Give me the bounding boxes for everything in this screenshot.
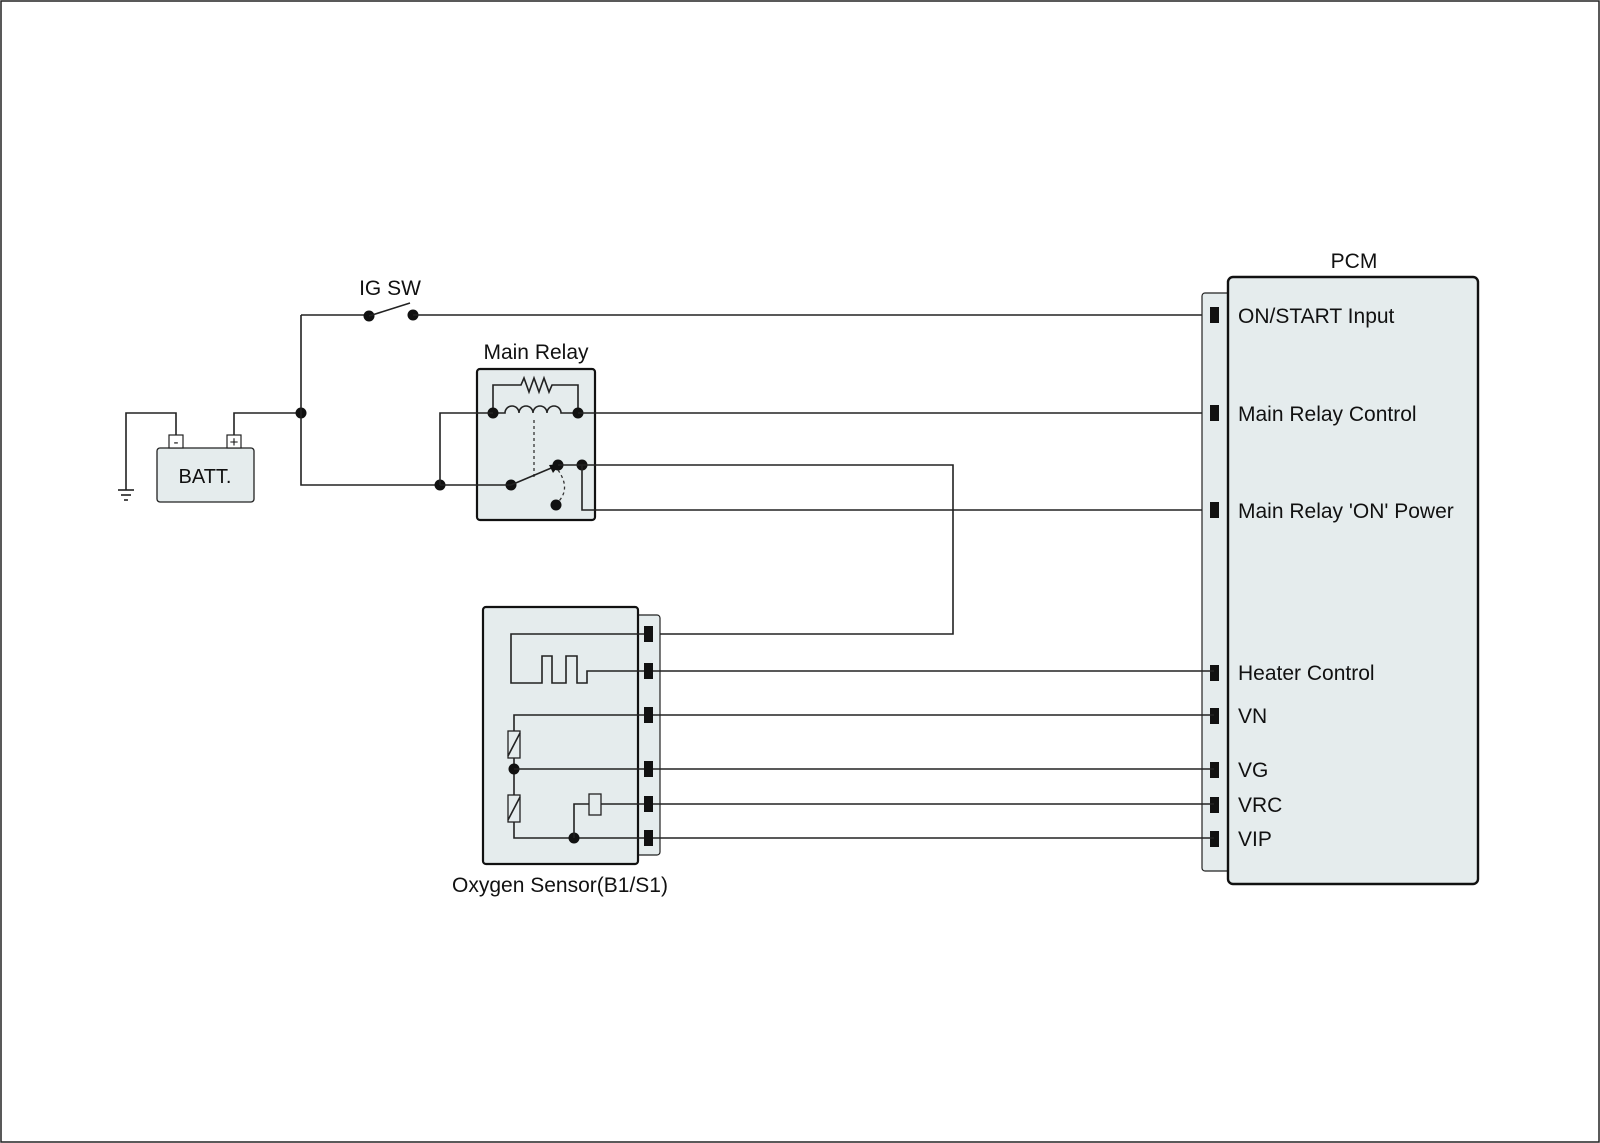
- pcm-pin-label-vg: VG: [1238, 759, 1268, 782]
- relay-resistor: [492, 375, 579, 413]
- relay-switch-arm: [510, 465, 557, 486]
- pcm-pin-label-main-relay-control: Main Relay Control: [1238, 403, 1417, 426]
- wire-relay-on-power: [581, 465, 1214, 511]
- wire-batt-positive: [233, 412, 301, 435]
- sensor-heater-element: [510, 633, 644, 684]
- pcm-pin-label-on-start: ON/START Input: [1238, 305, 1395, 328]
- pcm: ON/START Input Main Relay Control Main R…: [1201, 275, 1480, 886]
- pcm-pin: [1210, 762, 1219, 778]
- sensor-resistor-slash: [507, 796, 521, 821]
- sensor-pin: [644, 707, 653, 723]
- sensor-box: [481, 605, 640, 866]
- pcm-box: [1226, 275, 1480, 886]
- pcm-pin: [1210, 307, 1219, 323]
- sensor-pin: [644, 626, 653, 642]
- battery: BATT. - +: [156, 434, 255, 503]
- ground-icon: [118, 412, 177, 501]
- pcm-pin-label-heater-control: Heater Control: [1238, 662, 1375, 685]
- sensor-resistor-slash: [507, 732, 521, 757]
- oxygen-sensor: [481, 605, 661, 866]
- pcm-pin: [1210, 405, 1219, 421]
- sensor-vrc-wire: [573, 803, 589, 838]
- sensor-vip-wire: [513, 822, 644, 839]
- pcm-label: PCM: [1331, 250, 1378, 273]
- sensor-pin: [644, 830, 653, 846]
- pcm-pin-label-vn: VN: [1238, 705, 1267, 728]
- sensor-pin: [644, 796, 653, 812]
- relay-nc-contact: [550, 499, 562, 511]
- wire-bus: [300, 315, 440, 486]
- battery-positive-sign: +: [230, 434, 239, 451]
- pcm-pin: [1210, 708, 1219, 724]
- sensor-pin: [644, 663, 653, 679]
- sensor-vrc-element: [588, 793, 602, 816]
- relay-coil: [493, 405, 578, 414]
- wire-relay-to-sensor: [582, 464, 954, 635]
- pcm-pin: [1210, 831, 1219, 847]
- pcm-pin: [1210, 797, 1219, 813]
- battery-body: [156, 447, 255, 503]
- battery-negative-sign: -: [174, 434, 179, 451]
- pcm-pin-label-main-relay-on-power: Main Relay 'ON' Power: [1238, 500, 1454, 523]
- main-relay-label: Main Relay: [483, 341, 589, 364]
- pcm-pin-label-vrc: VRC: [1238, 794, 1282, 817]
- pcm-pin: [1210, 665, 1219, 681]
- sensor-pin: [644, 761, 653, 777]
- relay-dotted-arc: [555, 469, 566, 505]
- wire-relay-coil-feed: [439, 412, 493, 485]
- pcm-pin-label-vip: VIP: [1238, 828, 1272, 851]
- sensor-resistor-wire: [513, 714, 644, 731]
- main-relay: [475, 367, 597, 522]
- oxygen-sensor-label: Oxygen Sensor(B1/S1): [452, 874, 668, 897]
- ig-switch-blade: [368, 302, 411, 317]
- pcm-pin: [1210, 502, 1219, 518]
- battery-label: BATT.: [179, 466, 232, 488]
- ig-switch-label: IG SW: [359, 277, 421, 300]
